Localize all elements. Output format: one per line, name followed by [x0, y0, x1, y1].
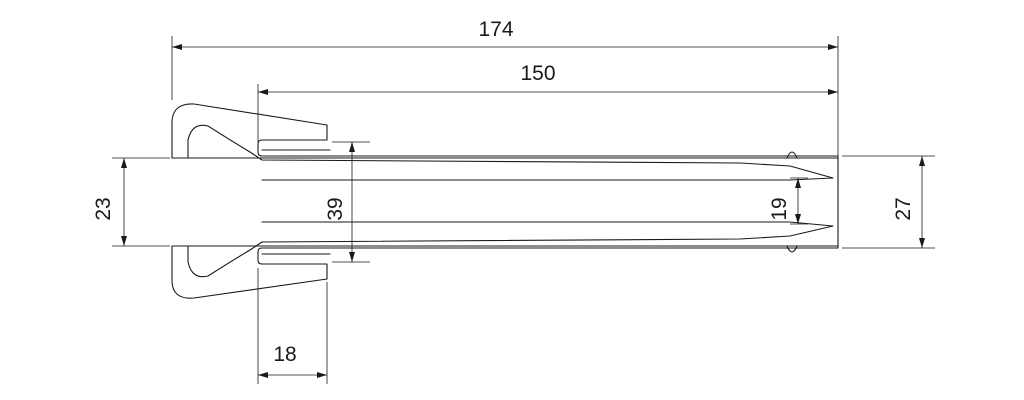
head-inner-flare-top	[187, 124, 834, 181]
part-outline	[171, 103, 839, 299]
dim-tab-width: 18	[273, 343, 296, 366]
tip-bump-top	[786, 151, 798, 159]
dim-tip-gap: 19	[768, 197, 791, 220]
dim-overall-length: 174	[478, 18, 513, 41]
dim-shaft-height: 27	[892, 197, 915, 220]
dimension-labels: 174 150 23 39 19 27 18	[92, 18, 915, 366]
head-outer-contour	[171, 103, 839, 299]
tip-bump-bottom	[786, 245, 798, 253]
dimension-lines	[121, 44, 925, 378]
dim-body-length: 150	[520, 62, 555, 85]
dim-slot-height: 39	[324, 197, 347, 220]
dim-head-inner-height: 23	[92, 197, 115, 220]
head-inner-flare-bottom	[187, 221, 834, 278]
extension-lines	[112, 36, 935, 384]
